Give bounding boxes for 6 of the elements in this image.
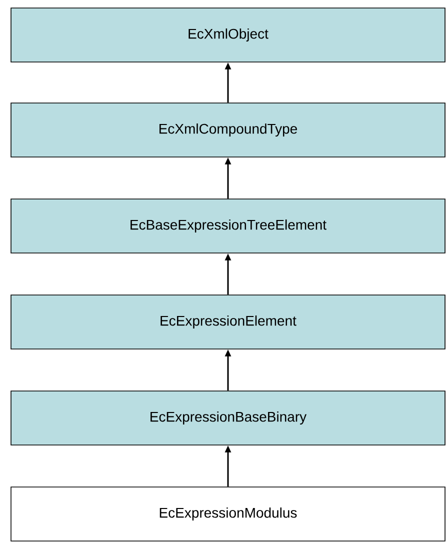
- class-box: EcExpressionModulus: [10, 486, 446, 542]
- class-box: EcExpressionElement: [10, 294, 446, 350]
- class-box: EcBaseExpressionTreeElement: [10, 198, 446, 254]
- class-box: EcXmlCompoundType: [10, 102, 446, 158]
- class-box: EcXmlObject: [10, 8, 446, 62]
- class-box: EcExpressionBaseBinary: [10, 390, 446, 446]
